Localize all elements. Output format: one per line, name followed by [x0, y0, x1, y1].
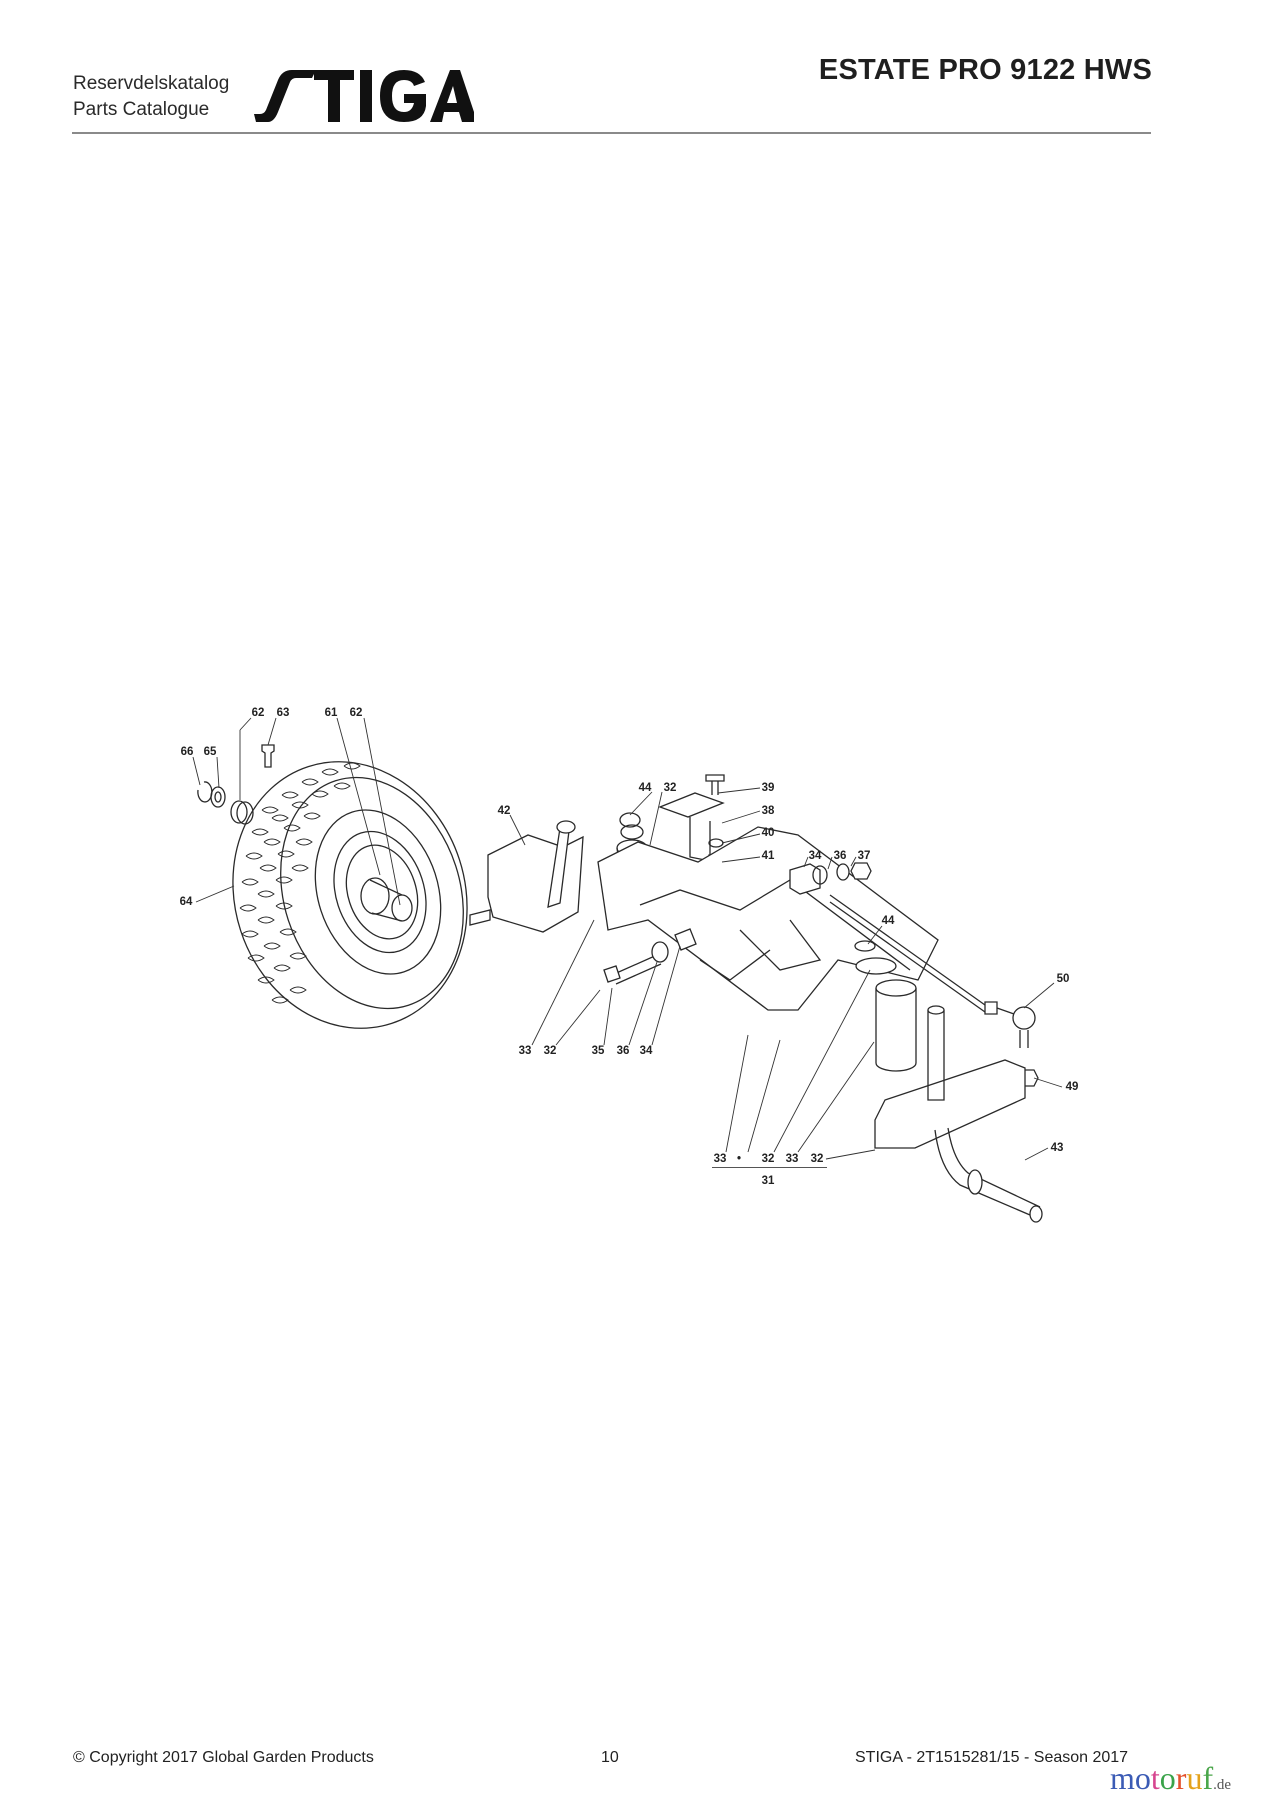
callout-36: 36 [616, 1045, 630, 1057]
model-title: ESTATE PRO 9122 HWS [818, 54, 1152, 86]
wm-letter: f [1202, 1760, 1214, 1796]
wm-letter: t [1150, 1760, 1160, 1796]
callout-62: 62 [349, 707, 363, 719]
callout-62: 62 [251, 707, 265, 719]
callout-33: 33 [518, 1045, 532, 1057]
callout-44: 44 [881, 915, 895, 927]
callout-37: 37 [857, 850, 871, 862]
wm-letter: o [1134, 1760, 1151, 1796]
callout-41: 41 [761, 850, 775, 862]
callout-31: 31 [761, 1175, 775, 1187]
page-number: 10 [601, 1749, 619, 1766]
callout-42: 42 [497, 805, 511, 817]
callout-33: 33 [785, 1153, 799, 1165]
assembly-31-underline [712, 1167, 827, 1168]
callout-40: 40 [761, 827, 775, 839]
catalog-subtitle-english: Parts Catalogue [73, 99, 210, 120]
callout-43: 43 [1050, 1142, 1064, 1154]
motoruf-watermark: motoruf.de [1110, 1762, 1231, 1801]
wm-suffix: .de [1213, 1777, 1232, 1793]
callout-44: 44 [638, 782, 652, 794]
callout-bullet: • [736, 1153, 742, 1165]
wheel-tire-illustration [232, 761, 468, 1029]
callout-32: 32 [810, 1153, 824, 1165]
callout-36: 36 [833, 850, 847, 862]
callout-34: 34 [639, 1045, 653, 1057]
callout-32: 32 [663, 782, 677, 794]
callout-32: 32 [543, 1045, 557, 1057]
callout-64: 64 [179, 896, 193, 908]
wm-letter: r [1175, 1760, 1187, 1796]
callout-63: 63 [276, 707, 290, 719]
copyright-notice: © Copyright 2017 Global Garden Products [73, 1749, 374, 1766]
callout-66: 66 [180, 746, 194, 758]
header-divider [72, 132, 1151, 134]
callout-50: 50 [1056, 973, 1070, 985]
callout-33: 33 [713, 1153, 727, 1165]
callout-34: 34 [808, 850, 822, 862]
wm-letter: o [1159, 1760, 1176, 1796]
document-reference: STIGA - 2T1515281/15 - Season 2017 [855, 1749, 1129, 1766]
catalog-subtitle-swedish: Reservdelskatalog [73, 73, 230, 94]
wm-letter: u [1186, 1760, 1203, 1796]
callout-38: 38 [761, 805, 775, 817]
callout-32: 32 [761, 1153, 775, 1165]
callout-61: 61 [324, 707, 338, 719]
callout-39: 39 [761, 782, 775, 794]
stiga-logo [254, 70, 474, 122]
circlip-66-illustration [197, 781, 213, 803]
callout-49: 49 [1065, 1081, 1079, 1093]
callout-35: 35 [591, 1045, 605, 1057]
callout-65: 65 [203, 746, 217, 758]
wm-letter: m [1110, 1760, 1135, 1796]
